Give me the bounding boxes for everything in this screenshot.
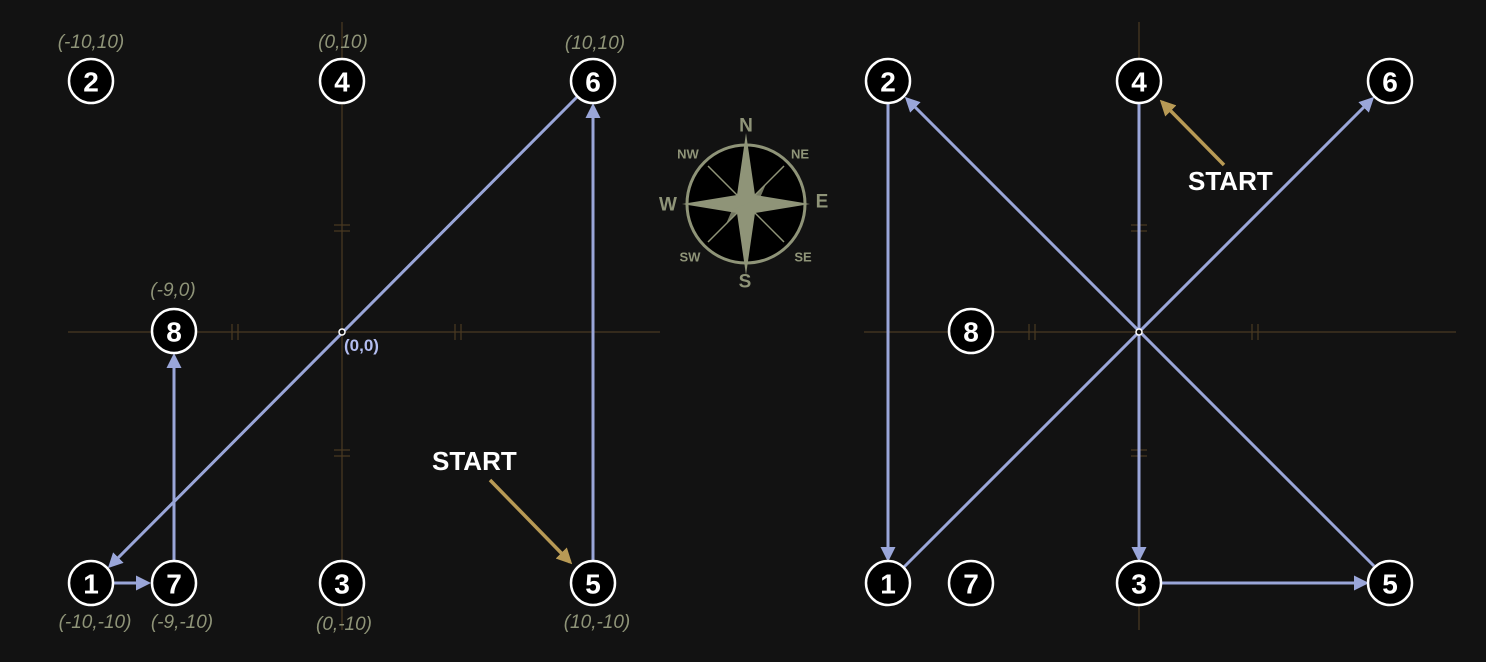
svg-text:2: 2: [83, 67, 99, 98]
left-node-4: 4 (0,10): [318, 32, 368, 105]
svg-text:8: 8: [963, 317, 979, 348]
left-node-1: 1 (-10,-10): [59, 559, 132, 633]
left-node-3-coord: (0,-10): [316, 614, 372, 635]
left-node-6: 6 (10,10): [565, 33, 625, 105]
left-node-5-coord: (10,-10): [564, 612, 631, 633]
right-panel: START 1 2 3 4 5: [864, 22, 1456, 630]
svg-text:2: 2: [880, 67, 896, 98]
left-node-1-coord: (-10,-10): [59, 612, 132, 633]
right-node-3: 3: [1115, 559, 1163, 607]
svg-text:3: 3: [1131, 569, 1147, 600]
svg-text:8: 8: [166, 317, 182, 348]
right-node-7: 7: [947, 559, 995, 607]
svg-text:1: 1: [880, 569, 896, 600]
right-node-1: 1: [864, 559, 912, 607]
left-node-3: 3 (0,-10): [316, 559, 372, 635]
left-origin-point: [338, 328, 346, 336]
right-node-6: 6: [1366, 57, 1414, 105]
svg-text:6: 6: [1382, 67, 1398, 98]
svg-text:5: 5: [585, 569, 601, 600]
svg-text:4: 4: [1131, 67, 1147, 98]
compass-rose: N S E W NE NW SE SW: [659, 116, 828, 293]
svg-text:3: 3: [334, 569, 350, 600]
right-nodes: 1 2 3 4 5 6 7: [864, 57, 1414, 607]
left-node-2-coord: (-10,10): [58, 32, 125, 53]
compass-se: SE: [794, 250, 812, 265]
compass-n: N: [739, 116, 753, 137]
svg-text:5: 5: [1382, 569, 1398, 600]
compass-ne: NE: [791, 147, 809, 162]
right-node-4: 4: [1115, 57, 1163, 105]
compass-s: S: [739, 272, 752, 293]
left-nodes: 1 (-10,-10) 2 (-10,10) 3 (0,-10) 4 (0,10…: [58, 32, 631, 635]
right-start-label: START: [1188, 166, 1273, 196]
compass-star-icon: [682, 133, 810, 275]
left-panel: (0,0) START 1 (-10,-10) 2 (-10,10) 3 (0,…: [58, 22, 660, 635]
compass-w: W: [659, 195, 677, 216]
left-start-marker: START: [432, 446, 573, 565]
left-start-label: START: [432, 446, 517, 476]
right-start-marker: START: [1159, 99, 1273, 196]
right-start-arrow: [1159, 99, 1226, 167]
compass-nw: NW: [677, 147, 699, 162]
left-start-arrow: [488, 478, 573, 565]
svg-text:1: 1: [83, 569, 99, 600]
left-node-8: 8 (-9,0): [150, 280, 198, 355]
compass-sw: SW: [680, 250, 702, 265]
left-node-5: 5 (10,-10): [564, 559, 631, 633]
left-node-6-coord: (10,10): [565, 33, 625, 54]
left-node-7: 7 (-9,-10): [150, 559, 213, 633]
left-node-7-coord: (-9,-10): [151, 612, 213, 633]
right-origin-point: [1135, 328, 1143, 336]
svg-text:4: 4: [334, 67, 350, 98]
right-node-5: 5: [1366, 559, 1414, 607]
svg-text:7: 7: [166, 569, 182, 600]
left-node-8-coord: (-9,0): [150, 280, 195, 301]
left-origin-label: (0,0): [344, 336, 379, 355]
left-node-2: 2 (-10,10): [58, 32, 125, 105]
right-node-2: 2: [864, 57, 912, 105]
right-node-8: 8: [947, 307, 995, 355]
left-node-4-coord: (0,10): [318, 32, 368, 53]
svg-text:6: 6: [585, 67, 601, 98]
compass-e: E: [816, 192, 829, 213]
svg-text:7: 7: [963, 569, 979, 600]
